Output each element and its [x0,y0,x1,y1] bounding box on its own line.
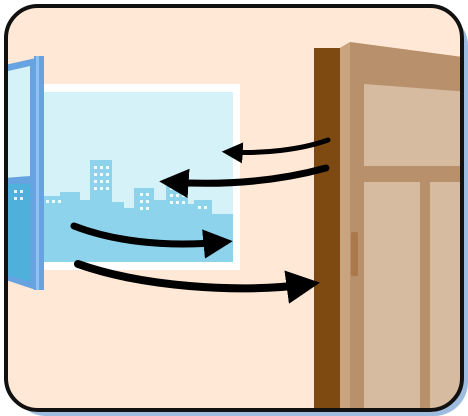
door-lower-left-panel [364,182,420,409]
airflow-arrow-upper-left [159,164,330,199]
open-door [314,42,461,409]
door-top-panel [364,84,461,166]
door-edge [314,48,340,409]
airflow-arrow-top-left [221,137,331,164]
door-lower-right-panel [430,182,461,409]
door-handle [351,232,358,276]
airflow-arrow-lower-right [70,222,233,259]
airflow-arrow-bottom-right [74,260,320,304]
scene-content [7,42,461,409]
open-window-sash [7,56,44,290]
airflow-arrows [70,137,331,304]
frame-border [4,4,464,412]
